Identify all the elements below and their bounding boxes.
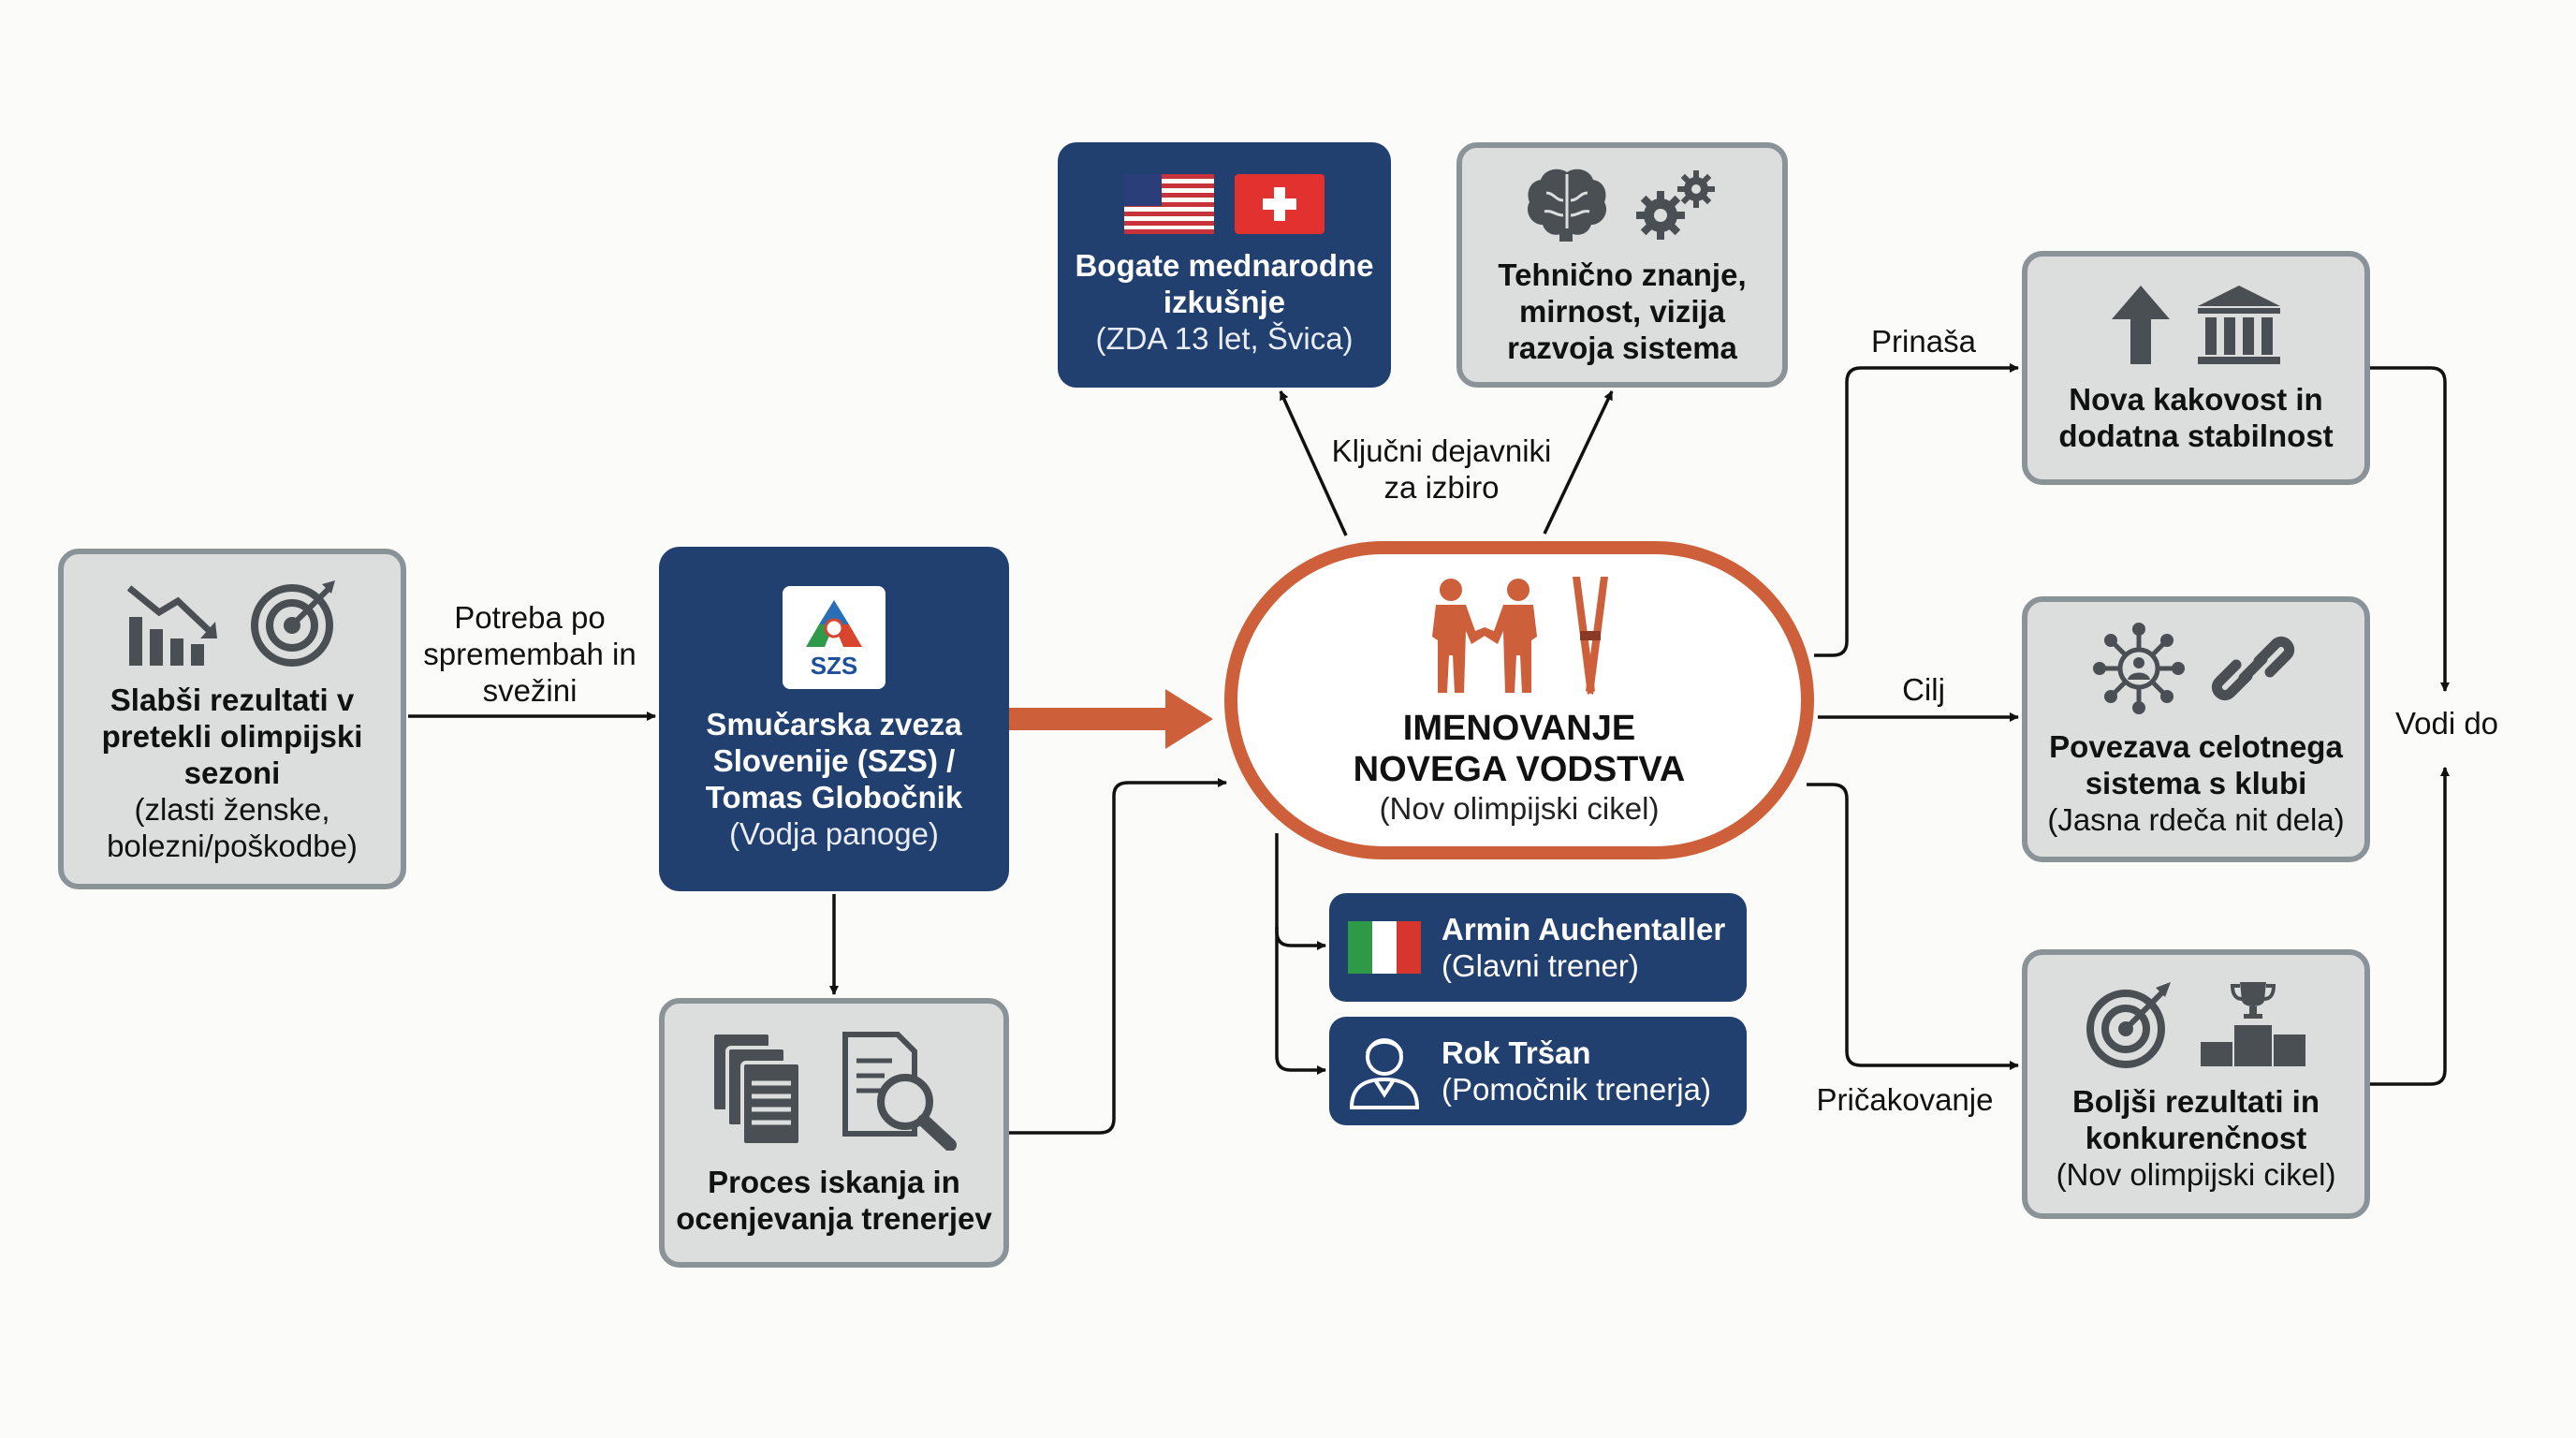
center-detail: (Nov olimpijski cikel) [1379, 790, 1660, 826]
declining-chart-icon [126, 584, 217, 666]
quality-title: Nova kakovost in dodatna stabilnost [2058, 382, 2334, 453]
podium-trophy-icon [2201, 981, 2305, 1066]
big-arrow-szs-center [1009, 689, 1213, 749]
results-detail: (Nov olimpijski cikel) [2056, 1156, 2336, 1192]
swiss-flag-icon [1235, 173, 1325, 234]
institution-icon [2198, 286, 2280, 364]
process-title: Proces iskanja in ocenjevanja trenerjev [676, 1165, 992, 1236]
documents-icon [710, 1031, 802, 1147]
italy-flag-icon [1348, 921, 1421, 974]
chain-link-icon [2211, 636, 2295, 700]
arrow-to-person-2 [1275, 927, 1326, 1075]
person-2-name: Rok Tršan [1442, 1035, 1591, 1070]
center-title: IMENOVANJE NOVEGA VODSTVA [1353, 708, 1686, 789]
usa-flag-icon [1124, 173, 1214, 234]
person-icon [1349, 1038, 1420, 1109]
link-title: Povezava celotnega sistema s klubi [2049, 728, 2343, 800]
center-appointment: IMENOVANJE NOVEGA VODSTVA (Nov olimpijsk… [1224, 541, 1814, 859]
weaker-results-detail: (zlasti ženske, bolezni/poškodbe) [107, 791, 358, 863]
box-results: Boljši rezultati in konkurenčnost (Nov o… [2022, 949, 2370, 1219]
label-expect: Pričakovanje [1816, 1082, 1994, 1117]
box-process: Proces iskanja in ocenjevanja trenerjev [659, 998, 1009, 1268]
person-card-rok: Rok Tršan (Pomočnik trenerja) [1329, 1017, 1747, 1125]
person-card-armin: Armin Auchentaller (Glavni trener) [1329, 893, 1747, 1002]
szs-logo: SZS [783, 586, 886, 689]
label-need: Potreba po spremembah in svežini [423, 600, 637, 708]
person-1-role: (Glavni trener) [1442, 948, 1639, 983]
international-title: Bogate mednarodne izkušnje [1075, 247, 1374, 319]
brain-icon [1527, 169, 1607, 242]
gears-icon [1636, 169, 1715, 240]
target-arrow-icon [2086, 981, 2171, 1068]
arrow-to-person-1 [1275, 833, 1326, 950]
label-leads: Vodi do [2394, 706, 2499, 741]
arrow-to-international [1279, 390, 1348, 536]
person-2-role: (Pomočnik trenerja) [1442, 1072, 1711, 1107]
weaker-results-title: Slabši rezultati v pretekli olimpijski s… [101, 682, 363, 790]
arrow-brings [1814, 363, 2019, 657]
up-arrow-icon [2112, 286, 2170, 364]
label-factors: Ključni dejavniki za izbiro [1331, 433, 1552, 505]
szs-logo-mark [806, 600, 862, 647]
label-goal: Cilj [1902, 672, 1945, 707]
arrow-process-center [1009, 778, 1227, 1135]
box-technical: Tehnično znanje, mirnost, vizija razvoja… [1456, 142, 1788, 388]
box-international: Bogate mednarodne izkušnje (ZDA 13 let, … [1058, 142, 1391, 388]
box-weaker-results: Slabši rezultati v pretekli olimpijski s… [58, 549, 406, 889]
box-szs: SZS Smučarska zveza Slovenije (SZS) / To… [659, 547, 1009, 891]
szs-title: Smučarska zveza Slovenije (SZS) / Tomas … [705, 707, 963, 814]
technical-title: Tehnično znanje, mirnost, vizija razvoja… [1498, 257, 1747, 365]
arrow-leads-bottom [2368, 767, 2450, 1086]
network-person-icon [2093, 622, 2185, 714]
label-brings: Prinaša [1871, 324, 1976, 359]
arrow-leads-top [2368, 366, 2450, 692]
results-title: Boljši rezultati in konkurenčnost [2071, 1083, 2320, 1155]
arrow-to-technical [1543, 390, 1614, 535]
szs-logo-text: SZS [810, 652, 858, 680]
international-detail: (ZDA 13 let, Švica) [1095, 320, 1354, 356]
szs-detail: (Vodja panoge) [729, 816, 939, 851]
box-link: Povezava celotnega sistema s klubi (Jasn… [2022, 596, 2370, 862]
person-1-name: Armin Auchentaller [1442, 912, 1726, 946]
target-icon [251, 580, 335, 667]
skis-icon [1573, 576, 1608, 695]
arrow-expect [1807, 783, 2019, 1070]
search-document-icon [842, 1032, 957, 1151]
box-quality: Nova kakovost in dodatna stabilnost [2022, 251, 2370, 485]
handshake-people-icon [1432, 578, 1537, 693]
link-detail: (Jasna rdeča nit dela) [2047, 801, 2345, 837]
